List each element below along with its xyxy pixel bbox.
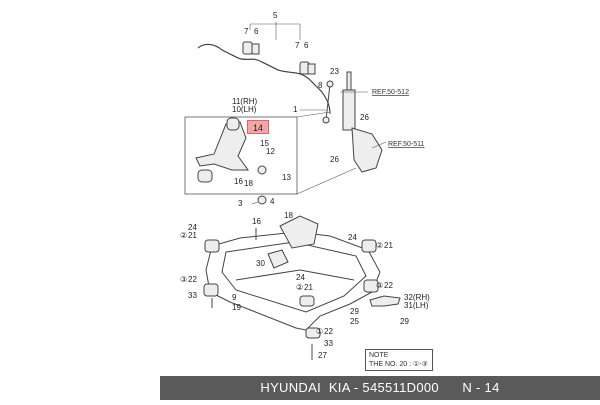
- label-22c: 22: [324, 327, 333, 336]
- lower-control-arm: [195, 121, 249, 171]
- label-7b: 7: [295, 41, 300, 50]
- label-24a: 24: [188, 223, 197, 232]
- link-ball-bottom: [322, 116, 330, 124]
- label-30: 30: [256, 259, 265, 268]
- label-6a: 6: [254, 27, 259, 36]
- label-8: 8: [318, 81, 323, 90]
- label-31: 31(LH): [404, 301, 429, 310]
- inset-connector-bottom: [296, 167, 357, 195]
- label-27: 27: [318, 351, 327, 360]
- bracket-30: [267, 249, 289, 269]
- label-11: 11(RH): [232, 97, 258, 106]
- label-circ2a: ②: [180, 231, 187, 240]
- label-13: 13: [282, 173, 291, 182]
- stabilizer-bar-inner: [197, 43, 331, 115]
- label-33a: 33: [188, 291, 197, 300]
- label-21a: 21: [188, 231, 197, 240]
- label-24b: 24: [348, 233, 357, 242]
- label-12: 12: [266, 147, 275, 156]
- label-3: 3: [238, 199, 243, 208]
- label-23: 23: [330, 67, 339, 76]
- label-5: 5: [273, 11, 278, 20]
- label-circ2c: ②: [296, 283, 303, 292]
- subframe-crossmember: [235, 269, 355, 281]
- inset-connector-top: [296, 111, 331, 118]
- label-10: 10(LH): [232, 105, 257, 114]
- note-box: NOTE THE NO. 20 : ①-③: [365, 349, 433, 371]
- label-22a: 22: [188, 275, 197, 284]
- highlighted-part-14: 14: [247, 120, 269, 134]
- label-15: 15: [260, 139, 269, 148]
- label-1: 1: [293, 105, 298, 114]
- footer-bar: HYUNDAI KIA - 545511D000 N - 14: [160, 376, 600, 400]
- mount-mid: [299, 295, 315, 307]
- label-circ3b: ③: [376, 281, 383, 290]
- mount-fl: [204, 239, 220, 253]
- footer-part-number: 545511D000: [362, 380, 439, 395]
- mount-fr: [361, 239, 377, 253]
- leader-3: [251, 201, 259, 205]
- label-18b: 18: [284, 211, 293, 220]
- footer-brand: HYUNDAI KIA: [260, 380, 350, 395]
- knuckle: [351, 127, 383, 173]
- label-16b: 16: [252, 217, 261, 226]
- label-4: 4: [270, 197, 275, 206]
- label-25: 25: [350, 317, 359, 326]
- arm-bushing-front: [226, 117, 240, 131]
- label-32: 32(RH): [404, 293, 430, 302]
- mount-bottom: [305, 327, 321, 339]
- label-26b: 26: [330, 155, 339, 164]
- link-ball-top: [326, 80, 334, 88]
- bushing-left: [242, 41, 253, 55]
- label-24c: 24: [296, 273, 305, 282]
- label-21b: 21: [384, 241, 393, 250]
- label-21c: 21: [304, 283, 313, 292]
- arm-bushing-rear: [197, 169, 213, 183]
- inset-box: [184, 116, 298, 195]
- stabilizer-link: [325, 83, 331, 121]
- subframe-tower: [279, 215, 319, 249]
- ref-50-512: REF.50-512: [372, 89, 409, 96]
- mount-rr: [363, 279, 379, 293]
- note-line: THE NO. 20 : ①-③: [369, 361, 428, 368]
- label-22b: 22: [384, 281, 393, 290]
- footer-separator: -: [349, 380, 363, 395]
- label-29a: 29: [350, 307, 359, 316]
- label-26a: 26: [360, 113, 369, 122]
- label-circ1: ①: [316, 327, 323, 336]
- ball-joint: [257, 165, 267, 175]
- label-29b: 29: [400, 317, 409, 326]
- strut-body: [342, 89, 356, 131]
- label-16: 16: [234, 177, 243, 186]
- footer-position: N - 14: [462, 380, 500, 395]
- label-9: 9: [232, 293, 237, 302]
- note-title: NOTE: [369, 352, 389, 359]
- label-6b: 6: [304, 41, 309, 50]
- nut-4: [257, 195, 267, 205]
- clamp-right: [307, 63, 316, 75]
- clamp-left: [251, 43, 260, 55]
- label-18: 18: [244, 179, 253, 188]
- ref-50-511: REF.50-511: [388, 141, 425, 148]
- mount-rl: [203, 283, 219, 297]
- leader-ref2: [371, 141, 387, 149]
- lateral-arm: [369, 295, 401, 307]
- label-33b: 33: [324, 339, 333, 348]
- strut-rod: [346, 71, 352, 91]
- subframe-inner: [221, 241, 367, 313]
- label-7a: 7: [244, 27, 249, 36]
- label-19: 19: [232, 303, 241, 312]
- stabilizer-bar: [197, 43, 331, 115]
- label-circ2b: ②: [376, 241, 383, 250]
- label-circ3a: ③: [180, 275, 187, 284]
